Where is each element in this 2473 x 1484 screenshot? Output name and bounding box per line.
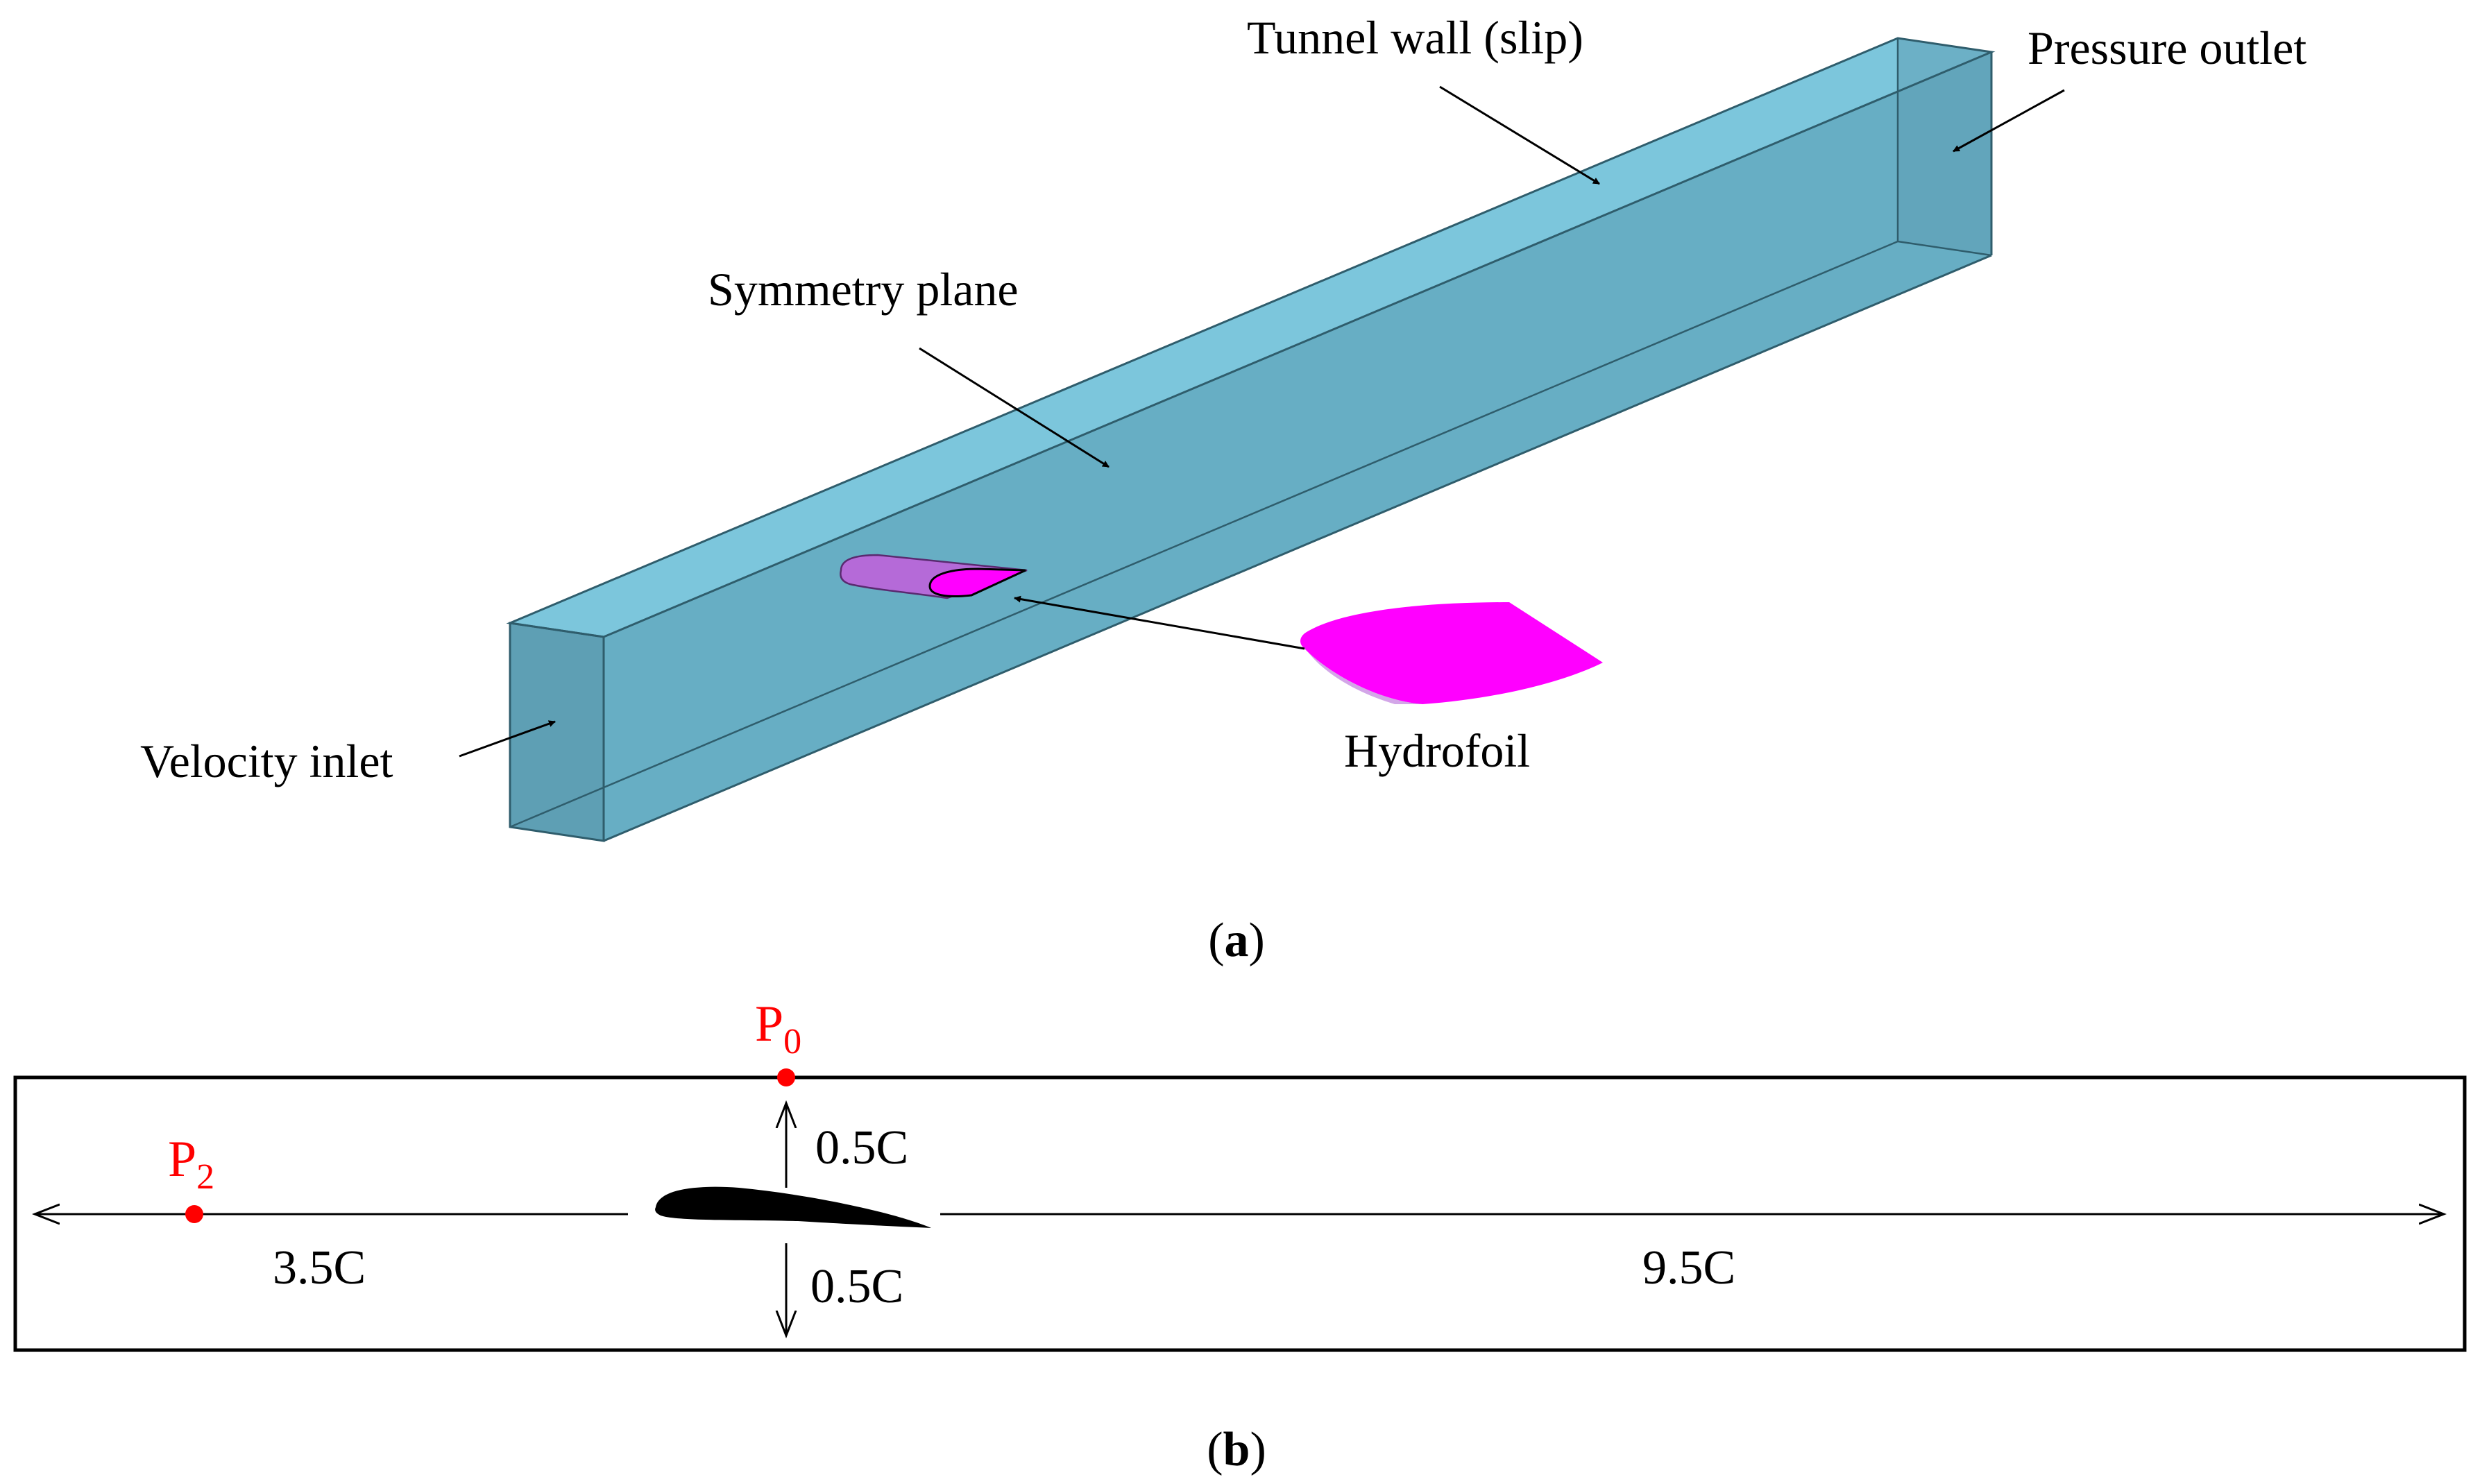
arrow-tunnel-wall bbox=[1439, 85, 1600, 185]
label-p0: P0 bbox=[755, 996, 801, 1061]
velocity-inlet-face bbox=[510, 623, 604, 841]
hydrofoil-tip-section bbox=[928, 568, 1026, 597]
panel-b: P0 P2 3.5C 9.5C 0.5C 0.5C (b) bbox=[13, 996, 2467, 1476]
panel-a: Tunnel wall (slip) Pressure outlet Symme… bbox=[140, 11, 2306, 967]
tunnel-top-face bbox=[510, 38, 1991, 637]
label-symmetry-plane: Symmetry plane bbox=[708, 263, 1019, 316]
hydrofoil-profile bbox=[655, 1186, 931, 1228]
probe-point-p2 bbox=[185, 1205, 203, 1223]
label-velocity-inlet: Velocity inlet bbox=[140, 735, 393, 787]
hydrofoil-shape bbox=[1300, 602, 1603, 704]
domain-boundary bbox=[13, 1075, 2467, 1352]
label-hydrofoil: Hydrofoil bbox=[1344, 724, 1530, 777]
hydrofoil-side-surface bbox=[840, 554, 1028, 599]
symmetry-plane-face bbox=[604, 52, 1991, 841]
tunnel-hidden-edges bbox=[509, 38, 1992, 828]
dimension-arrows bbox=[35, 1103, 2444, 1336]
label-downstream-distance: 9.5C bbox=[1642, 1241, 1735, 1295]
label-above-distance: 0.5C bbox=[815, 1121, 908, 1175]
arrow-symmetry-plane bbox=[919, 347, 1110, 468]
tunnel-box bbox=[506, 37, 1996, 842]
label-upstream-distance: 3.5C bbox=[273, 1241, 366, 1295]
arrow-hydrofoil bbox=[1014, 595, 1305, 650]
label-p2: P2 bbox=[168, 1131, 214, 1197]
hydrofoil-in-tunnel bbox=[840, 554, 1028, 599]
caption-a: (a) bbox=[1208, 914, 1265, 967]
label-pressure-outlet: Pressure outlet bbox=[2028, 22, 2306, 74]
caption-b: (b) bbox=[1207, 1423, 1266, 1476]
panel-a-arrows bbox=[459, 85, 2065, 758]
label-below-distance: 0.5C bbox=[810, 1260, 903, 1313]
hydrofoil-standalone bbox=[1300, 602, 1603, 704]
arrow-velocity-inlet bbox=[459, 720, 556, 758]
probe-point-p0 bbox=[777, 1068, 795, 1086]
pressure-outlet-face bbox=[1898, 38, 1991, 255]
label-tunnel-wall: Tunnel wall (slip) bbox=[1247, 11, 1583, 64]
arrow-pressure-outlet bbox=[1953, 89, 2065, 153]
tunnel-edges bbox=[506, 37, 1996, 842]
